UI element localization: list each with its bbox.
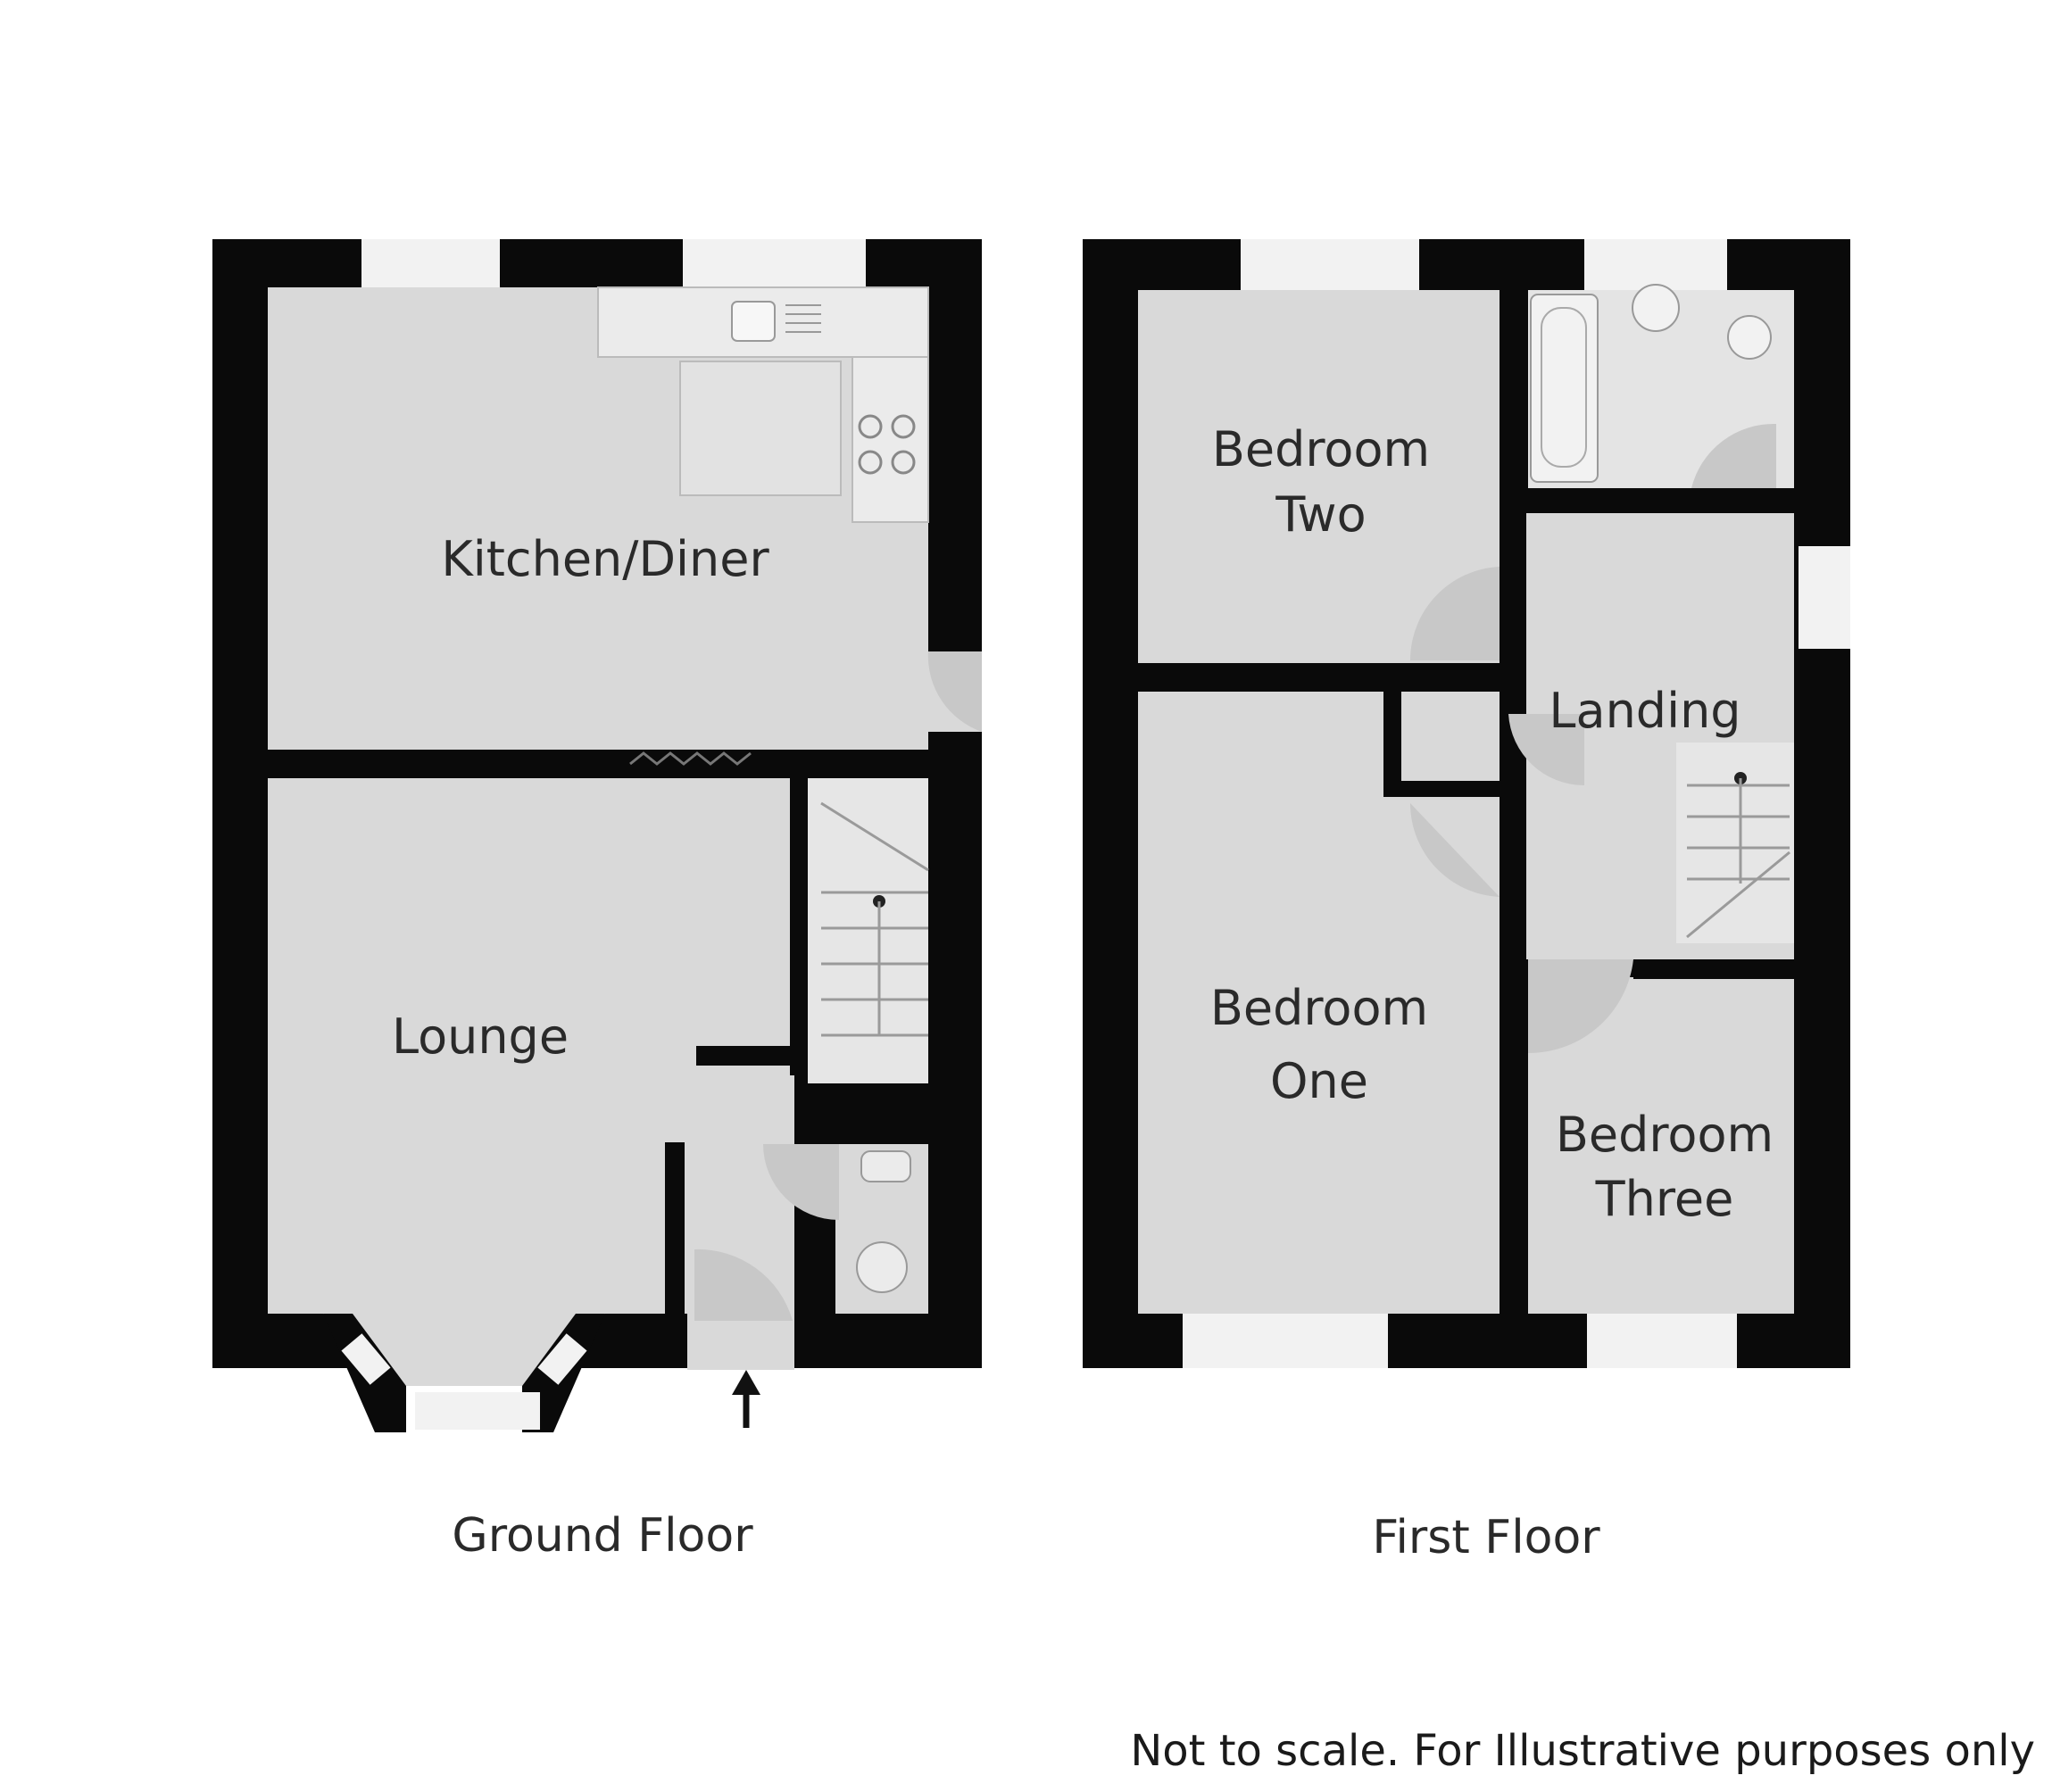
toilet-icon xyxy=(1727,315,1772,360)
landing-window xyxy=(1799,546,1850,649)
ground-floor-plan: Kitchen/Diner Lounge Ground Floor xyxy=(212,239,982,1563)
first-floor-plan: Bedroom Two Landing Bedroom One Bedroom … xyxy=(1083,239,1850,1564)
door-stub-2 xyxy=(1500,781,1519,803)
bedroom-divider-wall xyxy=(1138,663,1524,692)
bedroom-two-door-swing xyxy=(1409,567,1500,660)
bay-window-right xyxy=(537,1333,587,1385)
front-door-swing xyxy=(694,1249,793,1321)
bifold-doors xyxy=(629,751,752,766)
kitchen-worktop-right xyxy=(852,356,929,523)
disclaimer-text: Not to scale. For Illustrative purposes … xyxy=(1130,1726,2035,1776)
cloakroom-wall-top xyxy=(835,1126,928,1144)
kitchen-diner-label: Kitchen/Diner xyxy=(441,531,769,587)
kitchen-back-door-swing xyxy=(927,651,982,732)
cupboard-wall xyxy=(1383,692,1401,790)
bathroom-door-swing xyxy=(1691,423,1776,488)
sink-icon xyxy=(731,301,776,342)
kitchen-lounge-wall-right xyxy=(748,750,928,778)
ground-floor-label: Ground Floor xyxy=(452,1509,753,1563)
bedroom-two-wall-right xyxy=(1500,290,1526,567)
bedroom-three-label-line2: Three xyxy=(1595,1171,1734,1227)
kitchen-island xyxy=(679,361,842,496)
bedroom-two-label-line1: Bedroom xyxy=(1212,421,1430,477)
kitchen-window-2 xyxy=(683,239,866,287)
bedroom-three-window xyxy=(1587,1314,1737,1368)
hob-icon xyxy=(858,414,916,475)
bay-window-left xyxy=(341,1333,391,1385)
drainer-icon xyxy=(785,304,821,333)
cloakroom-door-swing xyxy=(763,1144,839,1220)
kitchen-window-1 xyxy=(361,239,500,287)
basin-icon xyxy=(1632,284,1680,332)
bath-icon xyxy=(1530,294,1599,483)
bedroom-three-wall-top xyxy=(1633,959,1794,979)
front-door-opening xyxy=(694,1321,793,1370)
wc-basin-icon xyxy=(860,1150,911,1182)
door-stub-1 xyxy=(1500,665,1519,692)
kitchen-lounge-wall-left xyxy=(268,750,623,778)
bedroom-three-label-line1: Bedroom xyxy=(1556,1107,1774,1163)
cloakroom-wall-left xyxy=(814,1215,835,1314)
entrance-arrow-icon xyxy=(732,1370,760,1428)
cupboard-floor xyxy=(1401,692,1500,790)
lounge-bay-floor xyxy=(323,1314,605,1386)
bath-inner-icon xyxy=(1541,307,1587,468)
cupboard-door-swing xyxy=(1508,714,1584,786)
hall-wall-left xyxy=(665,1142,685,1314)
bathroom-wall-bottom-left xyxy=(1522,488,1687,513)
cupboard-wall-bottom xyxy=(1383,781,1508,797)
first-stairs-floor xyxy=(1676,743,1794,943)
hall-wall-top xyxy=(696,1046,808,1066)
bedroom-one-window xyxy=(1183,1314,1388,1368)
wc-toilet-icon xyxy=(856,1241,908,1293)
first-stairs xyxy=(1686,784,1790,939)
stairs-wall xyxy=(790,778,808,1046)
bedroom-one-wall-right xyxy=(1500,897,1526,1316)
bedroom-one-door-swing xyxy=(1409,803,1500,897)
bay-window-front xyxy=(415,1392,540,1430)
landing-window-wall-low xyxy=(1794,665,1850,959)
bedroom-two-label-line2: Two xyxy=(1275,486,1366,543)
landing-label: Landing xyxy=(1549,683,1740,739)
ground-stairs xyxy=(820,801,929,1037)
bedroom-one-label-line2: One xyxy=(1270,1053,1368,1109)
stairs-floor xyxy=(808,778,928,1083)
lounge-label: Lounge xyxy=(392,1008,569,1065)
bedroom-three-door-swing xyxy=(1528,959,1633,1054)
bedroom-two-window xyxy=(1241,239,1419,290)
bedroom-one-label-line1: Bedroom xyxy=(1210,980,1428,1036)
first-floor-label: First Floor xyxy=(1372,1511,1600,1564)
bathroom-wall-bottom-right xyxy=(1776,488,1794,513)
bathroom-window xyxy=(1584,239,1727,290)
